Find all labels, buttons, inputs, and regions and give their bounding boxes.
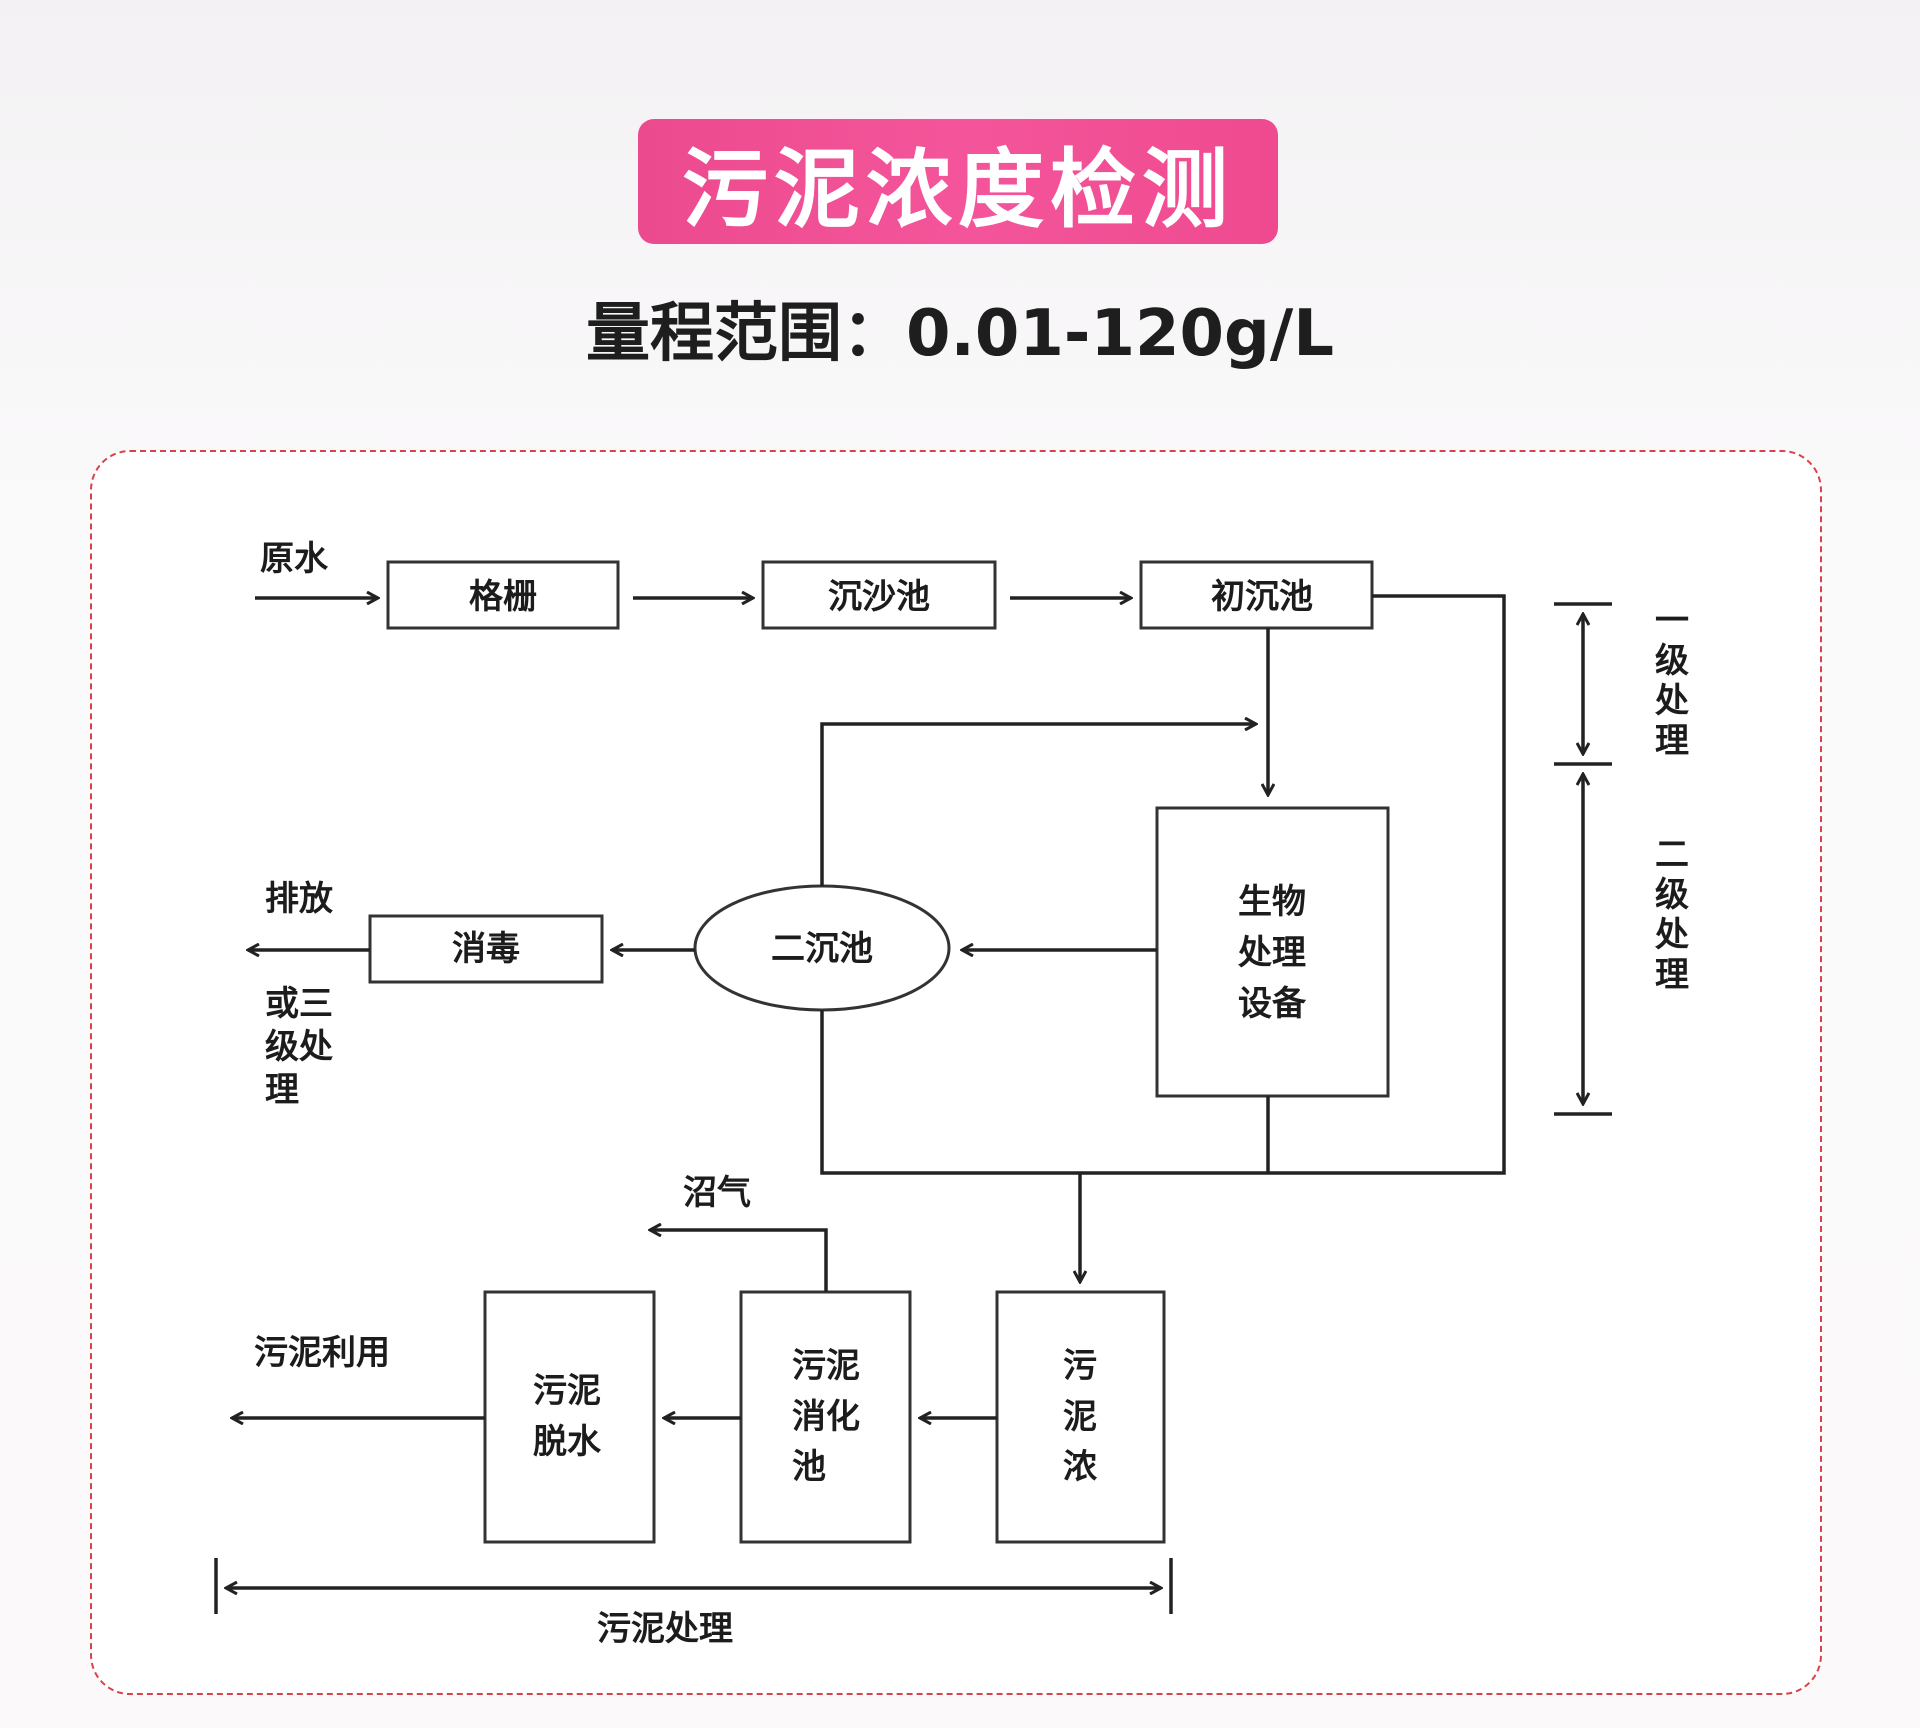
tertiary-label-3: 理 — [265, 1070, 299, 1110]
digester-label-3: 池 — [792, 1447, 826, 1487]
primary-clarifier-box — [1139, 560, 1374, 630]
sludge-dewatering-box — [483, 1290, 656, 1544]
primary-treatment-char-3: 处 — [1654, 681, 1689, 721]
disinfection-label: 消毒 — [452, 929, 520, 969]
primary-sludge-line — [820, 594, 1506, 1175]
tertiary-label-2: 级处 — [265, 1027, 333, 1067]
grit-chamber-label: 沉沙池 — [828, 577, 930, 617]
page-title: 污泥浓度检测 — [638, 119, 1278, 244]
sludge-thickener-box — [995, 1290, 1166, 1544]
diagram-frame — [90, 450, 1822, 1695]
digester-label-1: 污泥 — [792, 1346, 860, 1386]
secondary-treatment-char-4: 理 — [1655, 955, 1689, 995]
dewater-label-2: 脱水 — [533, 1422, 602, 1462]
primary-treatment-char-2: 级 — [1655, 641, 1689, 681]
discharge-label: 排放 — [265, 879, 333, 919]
grit-chamber-box — [761, 560, 997, 630]
dewater-label-1: 污泥 — [533, 1371, 601, 1411]
grille-box — [386, 560, 620, 630]
sludge-use-label: 污泥利用 — [254, 1333, 390, 1373]
biogas-arrow — [650, 1230, 828, 1292]
bio-label-1: 生物 — [1238, 882, 1306, 922]
bio-treatment-box — [1155, 806, 1390, 1098]
raw-water-label: 原水 — [260, 539, 329, 579]
thickener-label-2: 泥 — [1063, 1397, 1097, 1437]
bio-label-3: 设备 — [1238, 984, 1307, 1024]
tertiary-label-1: 或三 — [265, 984, 333, 1024]
secondary-treatment-char-2: 级 — [1655, 875, 1689, 915]
range-text: 量程范围：0.01-120g/L — [585, 297, 1335, 371]
primary-treatment-char-4: 理 — [1655, 721, 1689, 761]
disinfection-box — [368, 914, 604, 984]
thickener-label-3: 浓 — [1063, 1447, 1098, 1487]
return-sludge-arrow — [820, 724, 1256, 886]
secondary-treatment-char-1: 二 — [1655, 835, 1689, 875]
grille-label: 格栅 — [469, 577, 537, 617]
biogas-label: 沼气 — [683, 1173, 751, 1213]
primary-clarifier-label: 初沉池 — [1211, 577, 1313, 617]
sludge-treatment-label: 污泥处理 — [597, 1609, 733, 1649]
bio-label-2: 处理 — [1237, 933, 1306, 973]
thickener-label-1: 污 — [1063, 1346, 1097, 1386]
digester-label-2: 消化 — [792, 1397, 860, 1437]
secondary-clarifier-label: 二沉池 — [771, 929, 873, 969]
sludge-digester-box — [739, 1290, 912, 1544]
primary-treatment-char-1: 一 — [1655, 601, 1689, 641]
secondary-treatment-char-3: 处 — [1654, 915, 1689, 955]
